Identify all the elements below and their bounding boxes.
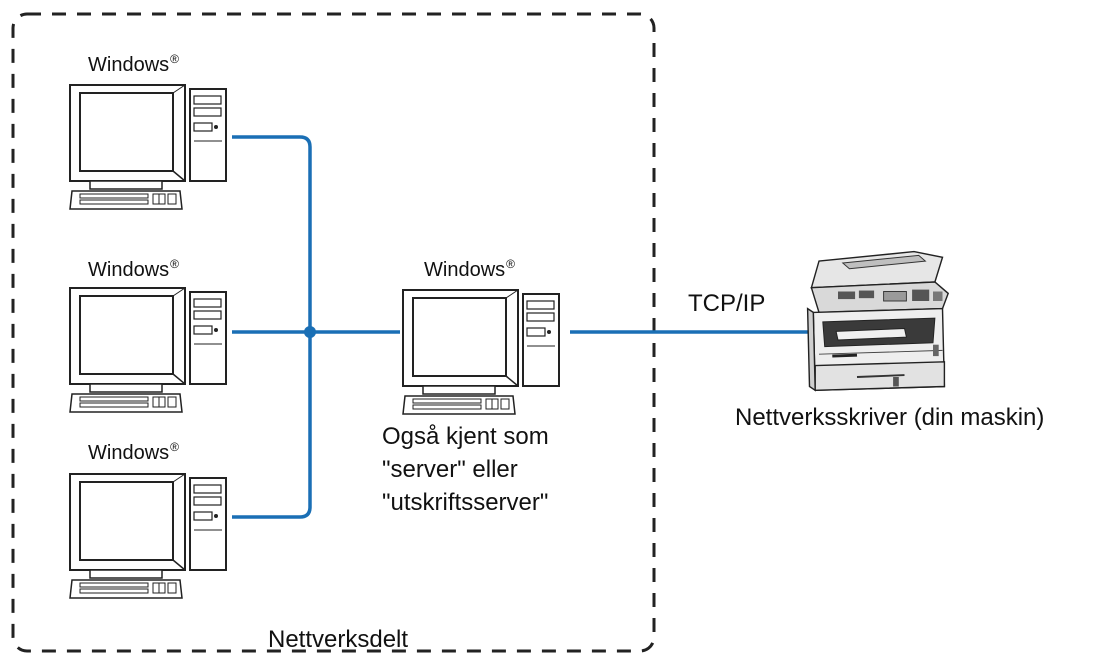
client-label-3: Windows® [88, 441, 179, 463]
cable-client-1 [232, 135, 312, 519]
client-os-name: Windows [88, 54, 170, 76]
registered-mark: ® [170, 52, 179, 66]
registered-mark: ® [170, 440, 179, 454]
protocol-label: TCP/IP [688, 290, 766, 317]
server-caption-line: "server" eller [382, 456, 518, 483]
server-caption-line: "utskriftsserver" [382, 489, 549, 516]
client-os-name: Windows [88, 442, 170, 464]
registered-mark: ® [170, 257, 179, 271]
desktop-computer-icon [69, 473, 227, 599]
desktop-computer-icon [69, 287, 227, 413]
server-caption: Også kjent som "server" eller "utskrifts… [382, 420, 549, 519]
client-os-name: Windows [88, 259, 170, 281]
client-label-1: Windows® [88, 53, 179, 75]
desktop-computer-icon [69, 84, 227, 210]
server-label: Windows® [424, 258, 515, 280]
network-group-label: Nettverksdelt [268, 626, 409, 653]
multifunction-printer-icon [806, 250, 950, 392]
printer-label: Nettverksskriver (din maskin) [735, 404, 1045, 431]
server-computer-icon [402, 289, 560, 415]
server-caption-line: Også kjent som [382, 423, 549, 450]
client-label-2: Windows® [88, 258, 179, 280]
network-boundary [11, 12, 656, 653]
server-os-name: Windows [424, 259, 506, 281]
registered-mark: ® [506, 257, 515, 271]
network-junction-icon [304, 326, 316, 338]
